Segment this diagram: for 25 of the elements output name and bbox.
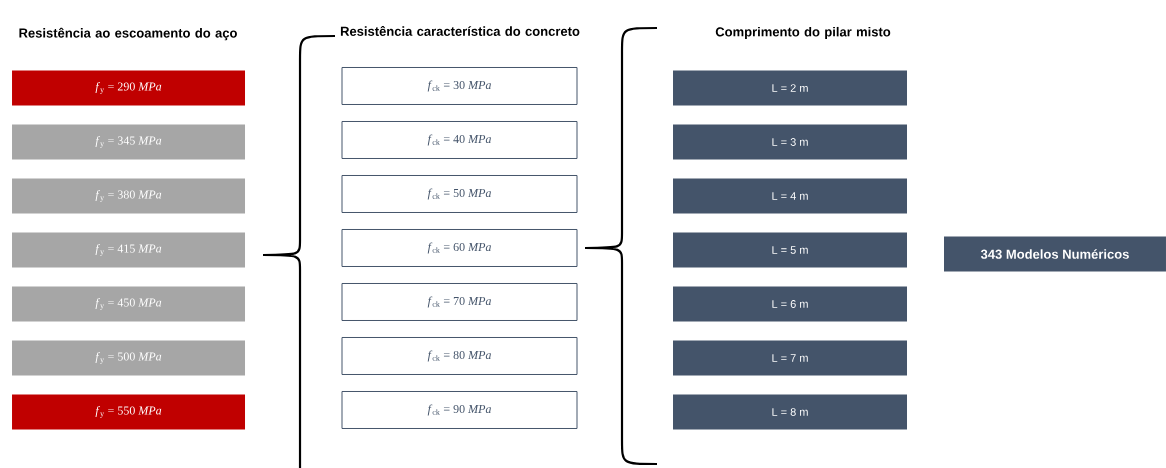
column-heading: Comprimento do pilar misto [715,26,891,40]
value-box: f$_{y}$ = 450 MPa [12,286,245,322]
value-box: f$_{ck}$ = 70 MPa [341,283,578,321]
value-box: f$_{ck}$ = 50 MPa [341,175,578,213]
value-box: L = 7 m [673,340,907,376]
value-box: f$_{ck}$ = 60 MPa [341,229,578,267]
value-box: f$_{y}$ = 500 MPa [12,340,245,376]
value-box: f$_{y}$ = 345 MPa [12,124,245,160]
value-box: f$_{ck}$ = 80 MPa [341,337,578,375]
value-box: L = 5 m [673,232,907,268]
value-box: f$_{y}$ = 380 MPa [12,178,245,214]
value-box: f$_{y}$ = 290 MPa [12,70,245,106]
value-box: f$_{y}$ = 415 MPa [12,232,245,268]
column-heading: Resistência ao escoamento do aço [19,27,237,41]
value-box: f$_{ck}$ = 40 MPa [341,121,578,159]
value-box: f$_{ck}$ = 30 MPa [341,67,578,105]
value-box: L = 8 m [673,394,907,430]
value-box: f$_{ck}$ = 90 MPa [341,391,578,429]
value-box: L = 2 m [673,70,907,106]
value-box: L = 6 m [673,286,907,322]
value-box: f$_{y}$ = 550 MPa [12,394,245,430]
column-heading: Resistência característica do concreto [340,26,580,36]
value-box: L = 4 m [673,178,907,214]
value-box: L = 3 m [673,124,907,160]
result-box: 343 Modelos Numéricos [944,236,1166,272]
